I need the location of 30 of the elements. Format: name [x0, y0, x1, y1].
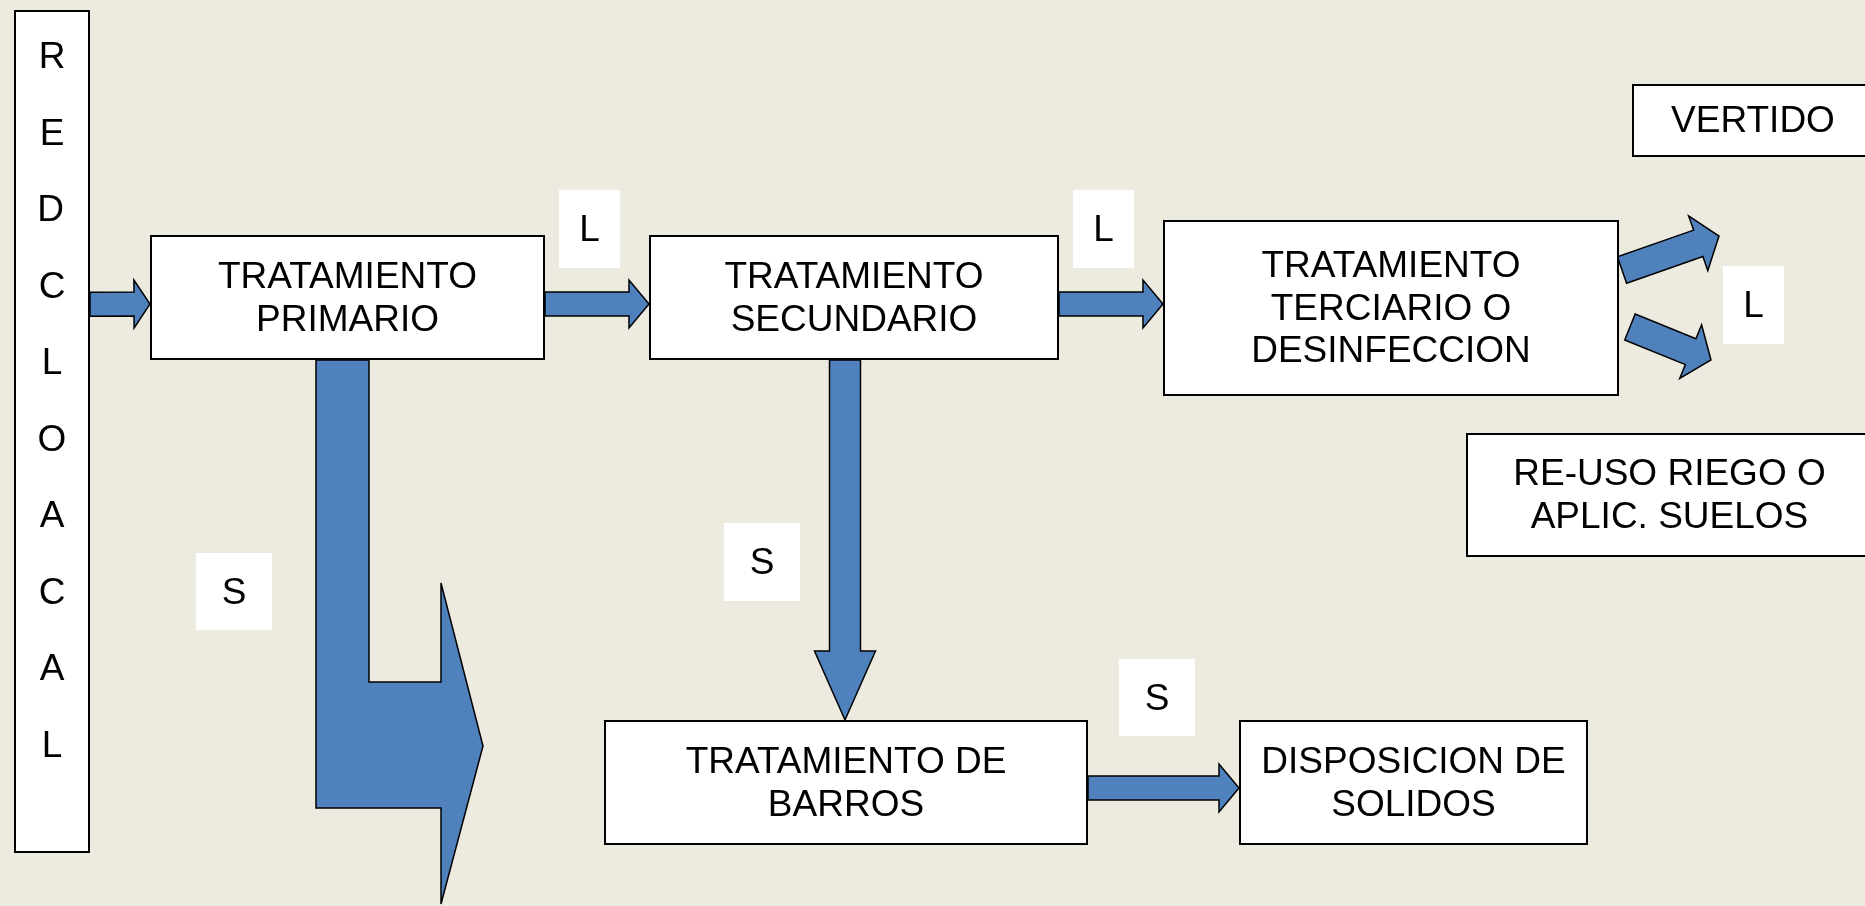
process-box — [649, 235, 1059, 360]
box-label: DISPOSICION DE SOLIDOS — [1260, 739, 1567, 826]
edge-label: S — [1119, 659, 1195, 736]
process-box — [150, 235, 545, 360]
block-arrow — [1623, 313, 1712, 381]
vertical-box — [14, 10, 90, 853]
box-label: VERTIDO — [1671, 99, 1835, 142]
box-label: TRATAMIENTO DE BARROS — [684, 739, 1008, 826]
edge-label: L — [1073, 190, 1134, 268]
box-label: TRATAMIENTO TERCIARIO O DESINFECCION — [1250, 244, 1532, 372]
edge-label: S — [196, 553, 272, 630]
block-arrow — [315, 359, 484, 905]
vertical-label: RED CLOACAL — [37, 34, 67, 767]
process-box — [1632, 84, 1865, 157]
block-arrow — [1087, 761, 1240, 815]
block-arrow — [1616, 214, 1720, 285]
edge-label: L — [559, 190, 620, 268]
process-box — [1163, 220, 1619, 396]
box-label: TRATAMIENTO SECUNDARIO — [723, 254, 985, 341]
flow-label: L — [1723, 266, 1784, 344]
block-arrow — [1058, 277, 1164, 331]
box-label: RE-USO RIEGO O APLIC. SUELOS — [1512, 452, 1827, 538]
process-box — [1239, 720, 1588, 845]
block-arrow — [813, 359, 877, 722]
edge-label: S — [724, 523, 800, 601]
block-arrow — [89, 277, 151, 331]
process-box — [604, 720, 1088, 845]
block-arrow — [544, 277, 650, 331]
box-label: TRATAMIENTO PRIMARIO — [217, 254, 478, 341]
process-box — [1466, 433, 1865, 557]
